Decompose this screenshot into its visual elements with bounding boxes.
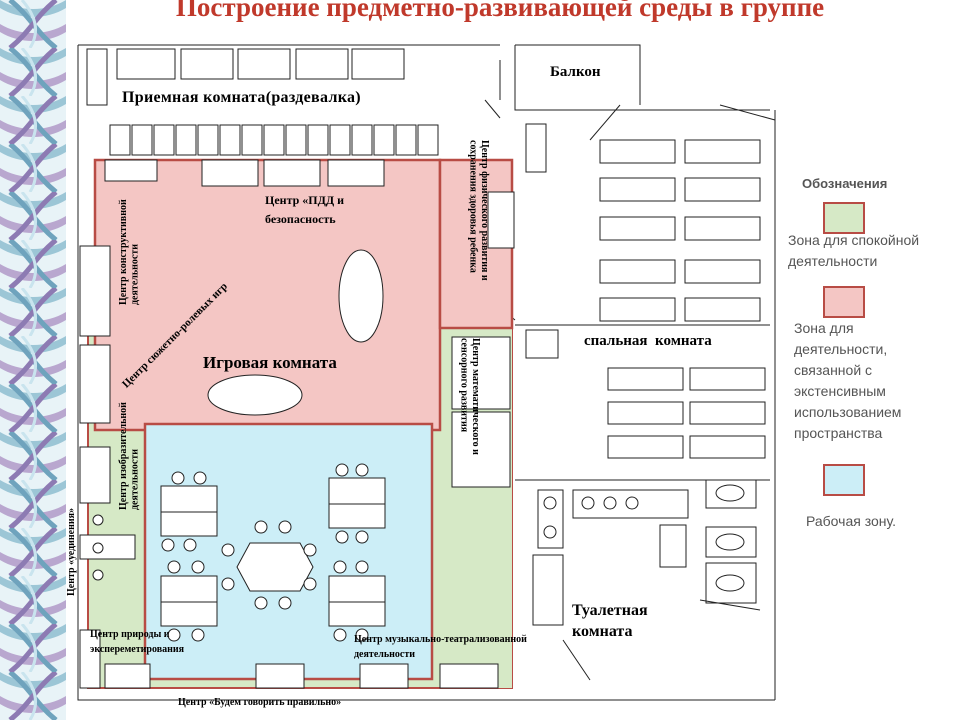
legend-swatch-calm [823, 202, 865, 234]
center-physical-label: Центр физического развития и сохранения … [467, 140, 491, 281]
room-reception-label: Приемная комната(раздевалка) [122, 89, 361, 106]
center-nature-label: Центр природы и экспереметирования [90, 629, 185, 655]
legend-work-label: Рабочая зону. [806, 513, 896, 529]
center-speech-label: Центр «Будем говорить правильно» [178, 697, 342, 708]
page-title: Построение предметно-развивающей среды в… [175, 0, 825, 22]
center-art-label: Центр изобразительной деятельности [118, 402, 141, 510]
legend-active-label: Зона для деятельности, связанной с эксте… [794, 320, 902, 441]
legend-swatch-active [823, 286, 865, 318]
room-toilet-label: Туалетная комната [572, 602, 648, 640]
room-playroom-label: Игровая комната [203, 353, 337, 372]
room-bedroom-label: спальная комната [584, 333, 712, 349]
center-construct-label: Центр конструктивной деятельности [118, 199, 141, 305]
center-music-label: Центр музыкально-театрализованной деятел… [354, 634, 527, 660]
center-math-label: Центр математического и сенсорного разви… [458, 338, 482, 455]
room-balcony-label: Балкон [550, 64, 601, 80]
decorative-braid-border [0, 0, 66, 720]
center-traffic-label: Центр «ПДД и безопасность [265, 193, 345, 226]
legend-title: Обозначения [802, 176, 888, 191]
legend-swatch-work [823, 464, 865, 496]
center-solitude-label: Центр «уединения» [66, 507, 77, 596]
legend-calm-label: Зона для спокойной деятельности [788, 232, 920, 269]
